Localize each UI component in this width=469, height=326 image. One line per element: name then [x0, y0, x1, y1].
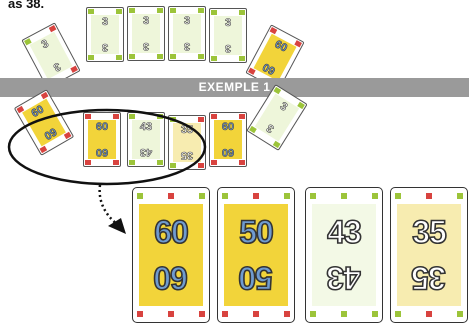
dotted-arrow — [100, 185, 118, 225]
big-card-3: 43 43 — [305, 187, 383, 323]
big-card-4: 35 35 — [390, 187, 468, 323]
big-card-2: 50 50 — [217, 187, 295, 323]
highlight-ellipse — [9, 110, 205, 184]
arrow-head — [108, 218, 126, 234]
big-card-1: 60 60 — [132, 187, 210, 323]
